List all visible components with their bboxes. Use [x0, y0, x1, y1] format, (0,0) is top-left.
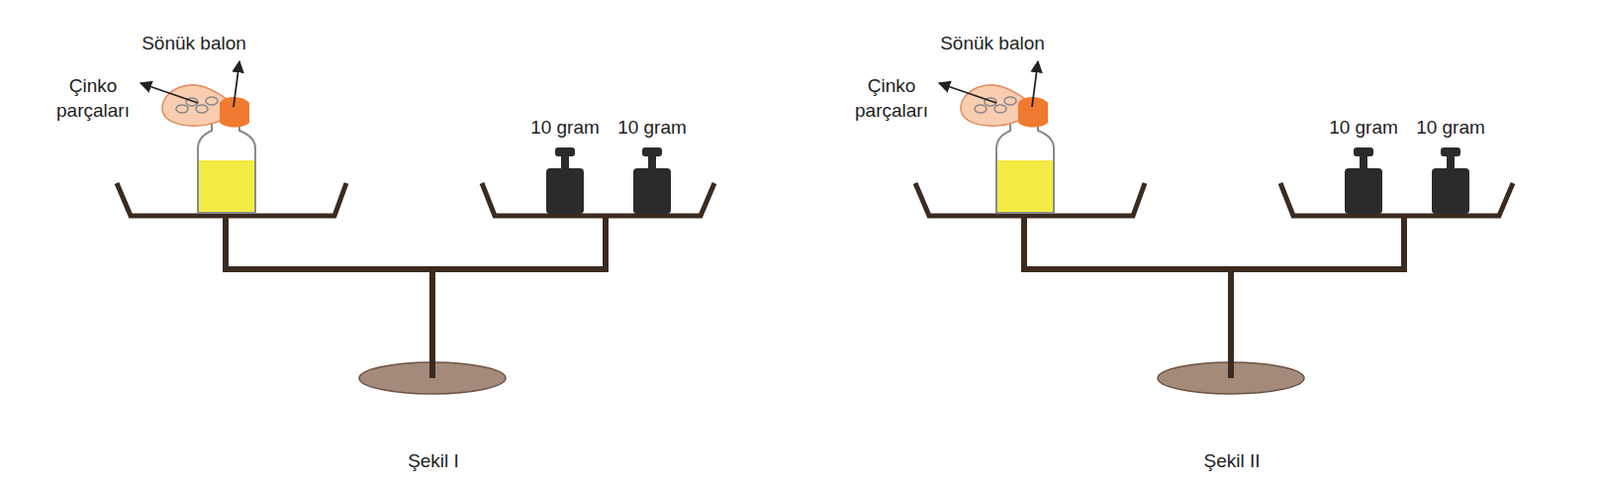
weight-label: 10 gram [617, 115, 687, 141]
zinc-label: Çinko parçaları [844, 74, 940, 123]
zinc-label: Çinko parçaları [45, 74, 141, 123]
balloon-label: Sönük balon [141, 31, 247, 57]
balance-scale [915, 61, 1513, 394]
weight-label: 10 gram [1328, 115, 1399, 141]
balance-scale [116, 61, 715, 394]
weight-label: 10 gram [530, 115, 600, 141]
balloon-label: Sönük balon [940, 31, 1045, 57]
figure-caption: Şekil II [1203, 449, 1260, 474]
weight-label: 10 gram [1415, 115, 1486, 141]
figure-caption: Şekil I [407, 449, 460, 474]
